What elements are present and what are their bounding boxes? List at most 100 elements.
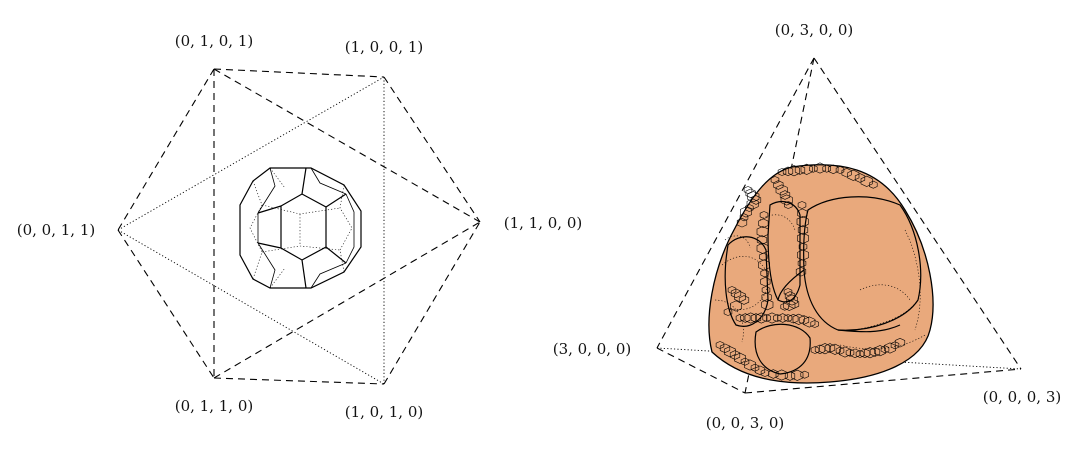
small-cell	[745, 188, 756, 199]
small-cell	[773, 180, 784, 190]
small-cell	[768, 369, 779, 379]
small-cell	[783, 314, 793, 322]
small-cell	[746, 198, 759, 210]
small-cell	[773, 314, 782, 322]
small-cell	[779, 190, 791, 200]
small-cell	[730, 288, 742, 299]
small-cell	[730, 300, 742, 312]
small-cell	[734, 291, 746, 303]
small-cell	[788, 313, 799, 324]
small-cell	[810, 346, 820, 354]
small-cell	[738, 295, 750, 305]
small-cell	[759, 211, 769, 219]
small-cell	[745, 204, 754, 212]
small-cell	[729, 350, 741, 360]
small-cell	[760, 269, 769, 278]
small-cell	[744, 359, 756, 371]
blob-front-faces	[724, 196, 922, 375]
permutohedron-front-edges	[257, 167, 355, 289]
small-cell	[775, 369, 788, 381]
vertex-label-3000: (3, 0, 0, 0)	[553, 340, 632, 358]
small-cell	[747, 191, 760, 203]
vertex-label-0003: (0, 0, 0, 3)	[983, 388, 1062, 406]
small-cell	[845, 348, 855, 357]
vertex-label-0011: (0, 0, 1, 1)	[17, 221, 96, 239]
small-cell	[869, 347, 881, 357]
permutohedron-hidden-edges	[249, 167, 353, 289]
small-cell	[809, 164, 818, 173]
small-cell	[810, 320, 819, 328]
small-cell	[739, 213, 749, 222]
small-cell	[760, 276, 771, 287]
small-cell	[855, 350, 865, 358]
small-cell	[880, 345, 890, 354]
small-cell	[723, 308, 733, 316]
small-cell	[750, 195, 762, 205]
small-cell	[734, 352, 746, 364]
small-cell	[784, 201, 793, 209]
blob-outline	[708, 164, 934, 384]
vertex-label-0101: (0, 1, 0, 1)	[175, 32, 254, 50]
vertex-label-0300: (0, 3, 0, 0)	[775, 21, 854, 39]
small-cell	[791, 369, 804, 381]
small-cell	[783, 288, 793, 296]
small-cell	[829, 343, 841, 355]
small-cell	[782, 166, 794, 177]
vertex-label-1010: (1, 0, 1, 0)	[345, 403, 424, 421]
tetrahedron-figure: (0, 3, 0, 0) (3, 0, 0, 0) (0, 0, 3, 0) (…	[553, 21, 1062, 432]
cellular-blob-solid	[708, 162, 934, 384]
small-cell	[794, 165, 806, 175]
small-cell	[797, 225, 809, 235]
small-cell	[786, 294, 798, 306]
small-cell	[783, 299, 796, 311]
small-cell	[803, 316, 816, 328]
small-cell	[777, 313, 788, 323]
small-cell	[797, 208, 808, 219]
permutohedron-solid	[239, 167, 362, 289]
small-cell	[797, 259, 807, 268]
small-cell	[795, 266, 807, 277]
small-cell	[796, 216, 809, 228]
small-cell	[864, 347, 876, 359]
small-cell	[797, 232, 809, 244]
blob-small-cells	[715, 162, 906, 381]
small-cell	[841, 167, 852, 178]
octahedron-figure: (0, 1, 0, 1) (1, 0, 0, 1) (0, 0, 1, 1) (…	[17, 32, 583, 421]
small-cell	[735, 314, 745, 322]
small-cell	[797, 201, 807, 209]
small-cell	[894, 337, 906, 348]
small-cell	[860, 175, 873, 187]
small-cell	[760, 369, 770, 377]
vertex-label-0030: (0, 0, 3, 0)	[706, 414, 785, 432]
small-cell	[743, 186, 753, 194]
small-cell	[859, 348, 871, 359]
small-cell	[800, 370, 809, 379]
small-cell	[754, 365, 766, 376]
small-cell	[770, 176, 780, 184]
octahedron-front-edges	[117, 68, 481, 385]
small-cell	[740, 313, 751, 323]
small-cell	[847, 169, 860, 181]
small-cell	[766, 312, 778, 324]
small-cell	[800, 163, 813, 175]
small-cell	[835, 166, 845, 174]
small-cell	[727, 286, 737, 294]
small-cell	[874, 345, 886, 357]
small-cell	[761, 292, 772, 303]
small-cell	[792, 313, 805, 325]
small-cell	[788, 165, 800, 177]
small-cell	[775, 184, 788, 196]
small-cell	[890, 341, 900, 350]
small-cell	[761, 299, 774, 311]
small-cell	[740, 206, 752, 218]
small-cell	[798, 242, 808, 251]
small-cell	[777, 168, 787, 176]
vertex-label-1100: (1, 1, 0, 0)	[504, 214, 583, 232]
small-cell	[780, 302, 789, 311]
vertex-label-0110: (0, 1, 1, 0)	[175, 397, 254, 415]
small-cell	[854, 173, 866, 183]
vertex-label-1001: (1, 0, 0, 1)	[345, 38, 424, 56]
small-cell	[758, 218, 769, 229]
small-cell	[814, 344, 826, 355]
